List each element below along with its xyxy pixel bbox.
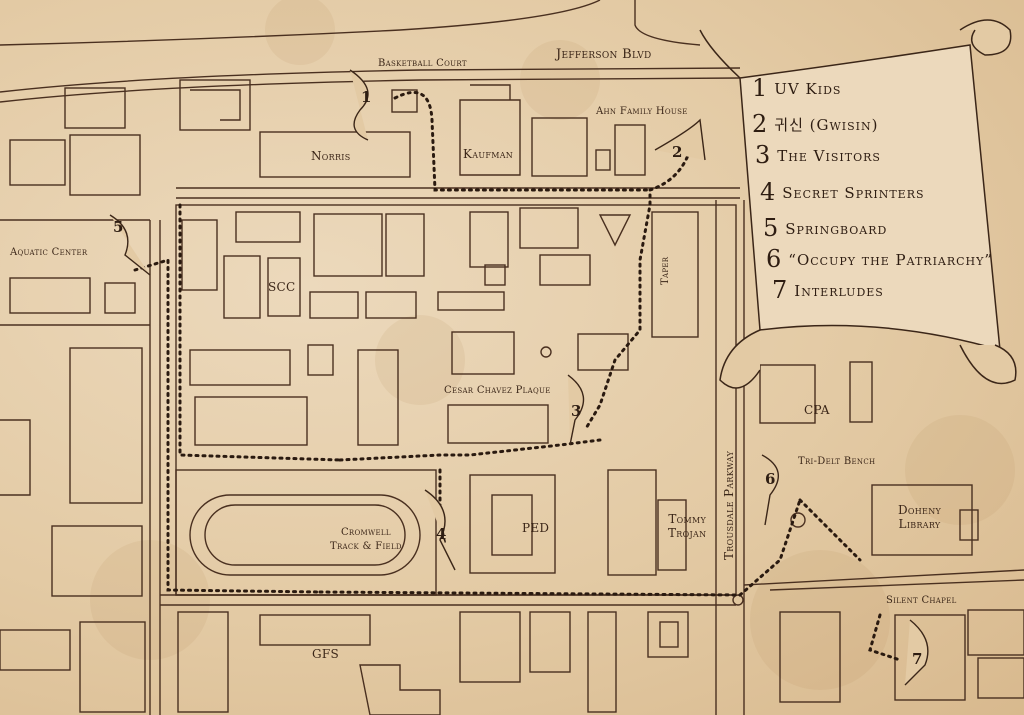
- marker-5[interactable]: 5: [113, 218, 124, 236]
- label-tommy-line1: Tommy: [668, 512, 707, 526]
- label-basketball-court: Basketball Court: [378, 58, 467, 69]
- legend-item-4[interactable]: 4 Secret Sprinters: [760, 178, 925, 206]
- label-aquatic-center: Aquatic Center: [10, 247, 88, 258]
- label-doheny-line2: Library: [898, 517, 941, 531]
- road-right: [743, 569, 1024, 586]
- label-scc: SCC: [268, 280, 296, 294]
- legend-label: “Occupy the Patriarchy”: [788, 251, 994, 269]
- label-silent-chapel: Silent Chapel: [886, 595, 957, 606]
- street-trousdale: Trousdale Parkway: [722, 450, 736, 560]
- legend-num: 1: [752, 74, 769, 102]
- label-ahn-family-house: Ahn Family House: [596, 106, 688, 117]
- bldg-doheny: [871, 484, 973, 556]
- bldg-ped: [469, 474, 556, 574]
- bldg-scc: [267, 257, 301, 317]
- bldg-taper: [651, 211, 699, 338]
- road-right-2: [769, 579, 1024, 591]
- road-top-2: [0, 77, 741, 103]
- label-taper: Taper: [660, 256, 671, 285]
- legend-label: UV Kids: [774, 80, 842, 98]
- label-norris: Norris: [311, 149, 351, 163]
- legend-item-1[interactable]: 1 UV Kids: [752, 74, 841, 102]
- label-tri-delt: Tri-Delt Bench: [798, 456, 876, 467]
- legend-num: 4: [760, 178, 777, 206]
- bldg-norris: [259, 131, 411, 178]
- road-top-1: [0, 67, 741, 93]
- label-cromwell-line1: Cromwell: [340, 527, 391, 538]
- legend-label: The Visitors: [777, 147, 881, 165]
- paper-stains: [90, 0, 1015, 690]
- legend-item-7[interactable]: 7 Interludes: [772, 276, 884, 304]
- road-top-curve-2: [634, 0, 701, 46]
- label-gfs: GFS: [312, 647, 340, 661]
- label-doheny-line1: Doheny: [898, 503, 942, 517]
- label-cpa: CPA: [804, 403, 830, 417]
- marker-1[interactable]: 1: [361, 88, 372, 106]
- label-cromwell-line2: Track & Field: [330, 541, 402, 552]
- legend-item-3[interactable]: 3 The Visitors: [755, 141, 881, 169]
- marker-3[interactable]: 3: [571, 402, 582, 420]
- legend-label: Secret Sprinters: [782, 184, 925, 202]
- footprint-trails: [133, 90, 902, 662]
- legend-num: 5: [763, 214, 780, 242]
- legend-item-2[interactable]: 2 귀신 (Gwisin): [752, 110, 879, 138]
- bldg-kaufman: [459, 84, 521, 176]
- label-ped: PED: [522, 521, 550, 535]
- label-tommy-line2: Trojan: [668, 526, 707, 540]
- legend-label: 귀신 (Gwisin): [774, 116, 879, 134]
- label-kaufman: Kaufman: [463, 147, 514, 161]
- marker-4[interactable]: 4: [436, 525, 447, 543]
- legend-num: 7: [772, 276, 789, 304]
- legend-num: 6: [766, 245, 783, 273]
- legend-label: Springboard: [785, 220, 888, 238]
- marker-6[interactable]: 6: [765, 470, 776, 488]
- ribbon-markers: [109, 69, 929, 686]
- legend-item-5[interactable]: 5 Springboard: [763, 214, 887, 242]
- track: [189, 494, 421, 576]
- marker-2[interactable]: 2: [672, 143, 683, 161]
- bldg-cpa: [759, 364, 816, 424]
- label-doheny: Doheny Library: [898, 503, 941, 531]
- road-top-curve: [0, 0, 601, 46]
- legend-label: Interludes: [794, 282, 884, 300]
- marker-7[interactable]: 7: [912, 650, 923, 668]
- legend-num: 3: [755, 141, 772, 169]
- label-tommy-trojan: Tommy Trojan: [668, 512, 706, 540]
- bldg-cesar: [447, 404, 549, 444]
- label-cesar-chavez: Cesar Chavez Plaque: [444, 385, 551, 396]
- stadium-outline: [175, 469, 437, 596]
- legend-num: 2: [752, 110, 769, 138]
- bldg-gfs: [259, 614, 371, 646]
- street-jefferson: Jefferson Blvd: [556, 47, 652, 62]
- label-cromwell: Cromwell Track & Field: [330, 526, 402, 554]
- legend-scroll: [699, 19, 1017, 389]
- legend-item-6[interactable]: 6 “Occupy the Patriarchy”: [766, 245, 993, 273]
